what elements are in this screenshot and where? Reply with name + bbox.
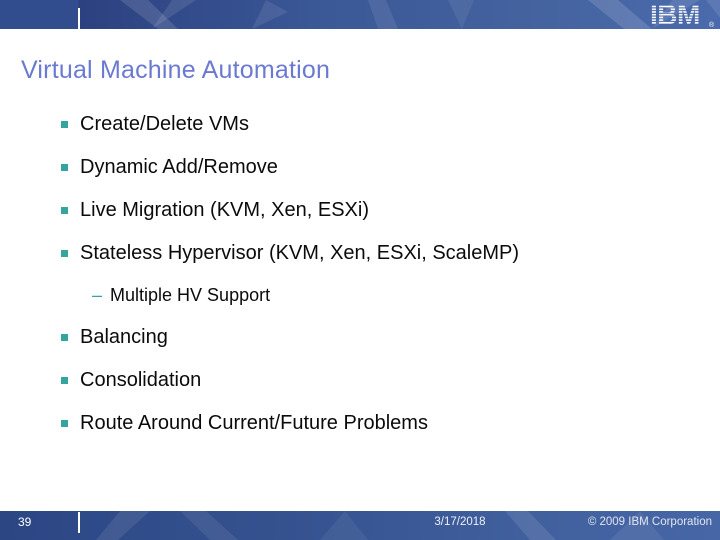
bullet-square-icon bbox=[61, 121, 68, 128]
bullet-item: Stateless Hypervisor (KVM, Xen, ESXi, Sc… bbox=[60, 243, 680, 264]
bullet-square-icon bbox=[61, 334, 68, 341]
banner-divider-line bbox=[78, 8, 80, 29]
bullet-text: Dynamic Add/Remove bbox=[80, 156, 278, 178]
registered-mark: ® bbox=[709, 21, 715, 28]
bullet-square-icon bbox=[61, 420, 68, 427]
bullet-text: Live Migration (KVM, Xen, ESXi) bbox=[80, 199, 369, 221]
bullet-square-icon bbox=[61, 250, 68, 257]
bullet-text: Balancing bbox=[80, 326, 168, 348]
footer-date: 3/17/2018 bbox=[434, 516, 486, 528]
bullet-text: Multiple HV Support bbox=[110, 285, 271, 305]
bullet-item: Route Around Current/Future Problems bbox=[60, 413, 680, 434]
bullet-text: Stateless Hypervisor (KVM, Xen, ESXi, Sc… bbox=[80, 242, 520, 264]
bullet-text: Route Around Current/Future Problems bbox=[80, 412, 428, 434]
bullet-square-icon bbox=[61, 377, 68, 384]
svg-text:IBM: IBM bbox=[650, 3, 700, 28]
ibm-logo: IBM ® bbox=[650, 3, 715, 28]
sub-bullet-item: –Multiple HV Support bbox=[60, 286, 680, 305]
bullet-item: Live Migration (KVM, Xen, ESXi) bbox=[60, 200, 680, 221]
bullet-item: Consolidation bbox=[60, 370, 680, 391]
footer-copyright: © 2009 IBM Corporation bbox=[587, 516, 712, 528]
bullet-text: Consolidation bbox=[80, 369, 202, 391]
bullet-item: Balancing bbox=[60, 327, 680, 348]
footer-bar: 39 3/17/2018 © 2009 IBM Corporation bbox=[0, 511, 720, 540]
bullet-square-icon bbox=[61, 164, 68, 171]
bullet-item: Dynamic Add/Remove bbox=[60, 157, 680, 178]
bullet-square-icon bbox=[61, 207, 68, 214]
sub-bullet-dash-icon: – bbox=[92, 285, 103, 305]
slide-title: Virtual Machine Automation bbox=[21, 56, 331, 84]
footer-divider-line bbox=[78, 512, 80, 533]
banner-pattern bbox=[0, 0, 720, 29]
top-banner: IBM ® bbox=[0, 0, 720, 29]
bullet-text: Create/Delete VMs bbox=[80, 113, 249, 135]
page-number: 39 bbox=[18, 515, 32, 529]
bullet-item: Create/Delete VMs bbox=[60, 114, 680, 135]
footer-pattern bbox=[0, 511, 720, 540]
